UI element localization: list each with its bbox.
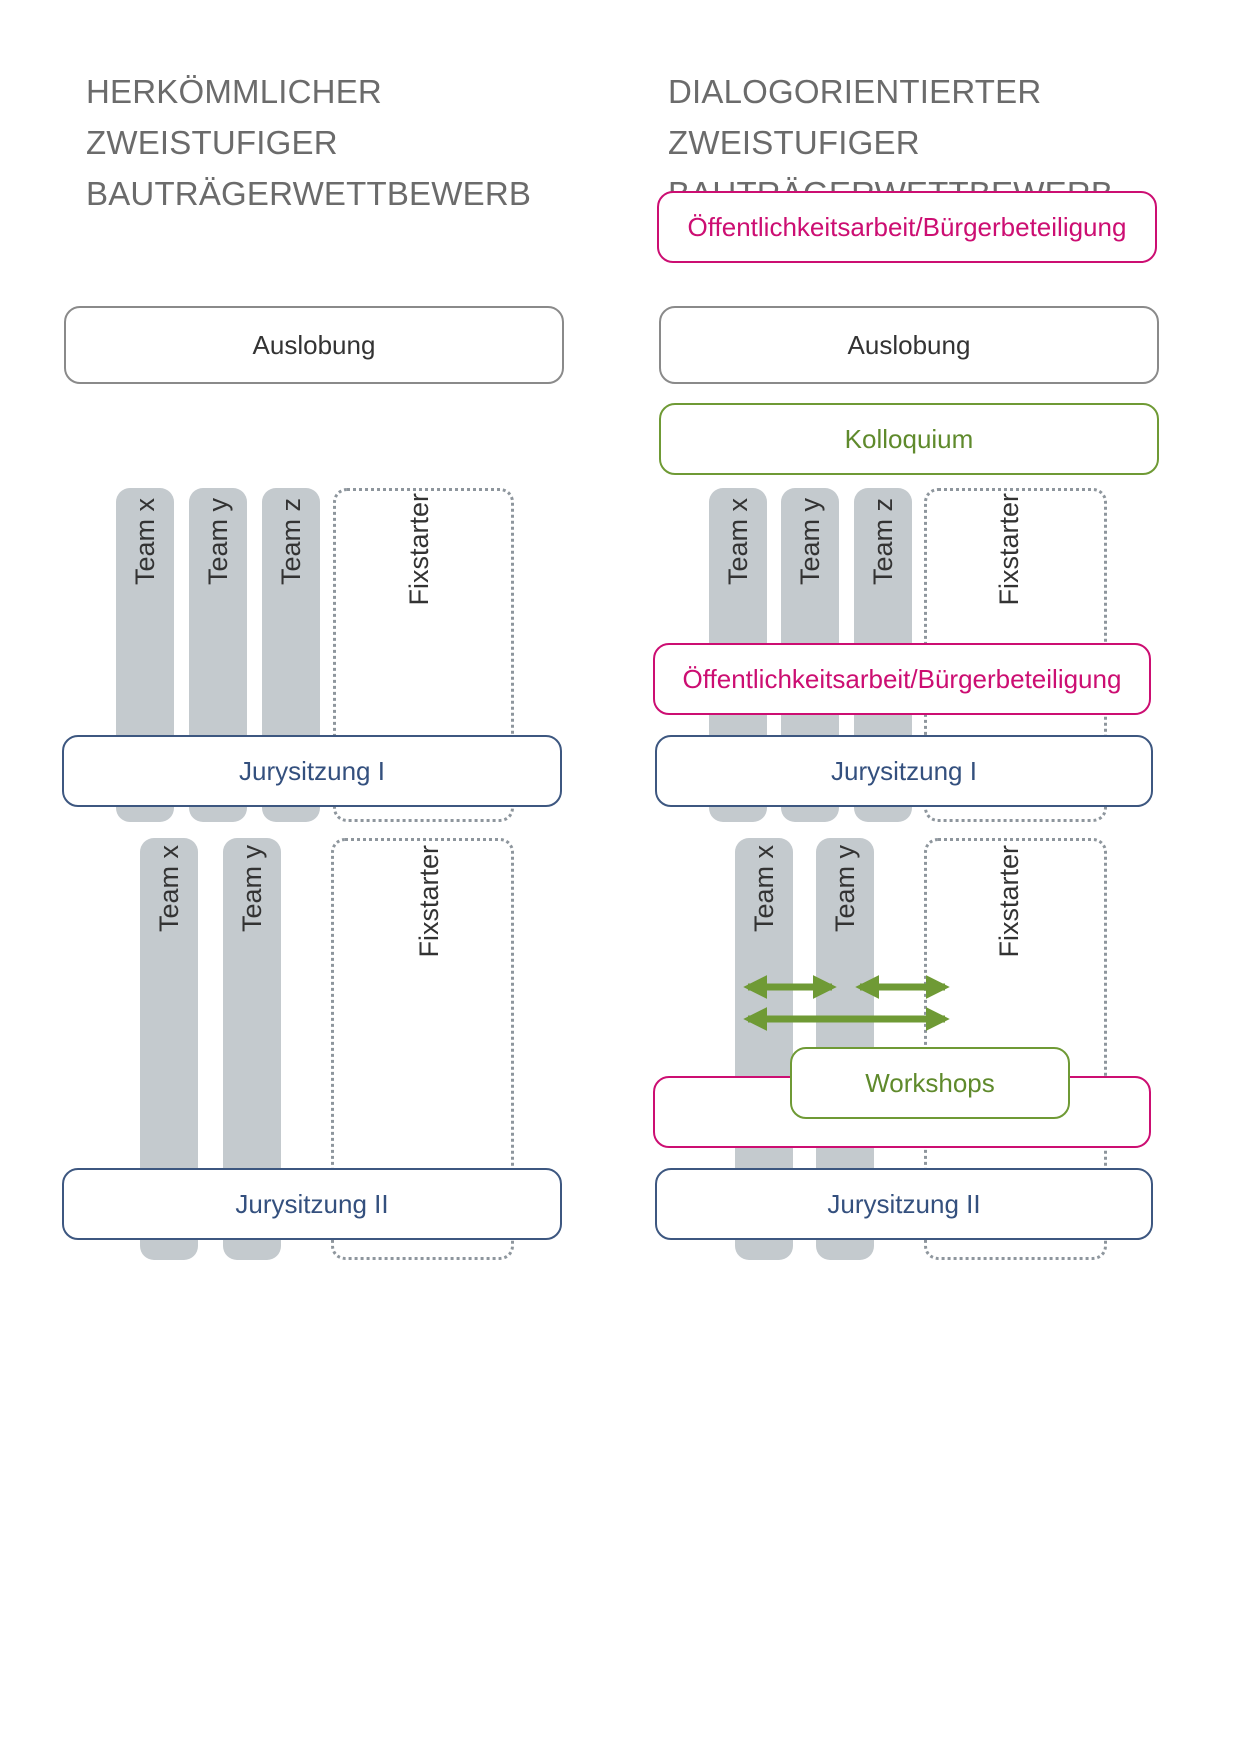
- right-jury1-label: Jurysitzung I: [831, 755, 977, 786]
- right-jury2-label: Jurysitzung II: [827, 1188, 981, 1219]
- left-auslobung-label: Auslobung: [252, 329, 376, 360]
- left-title: HERKÖMMLICHER ZWEISTUFIGER BAUTRÄGERWETT…: [86, 73, 532, 212]
- right-workshops-label: Workshops: [865, 1067, 995, 1098]
- left-fixstarter-box-1: [333, 488, 514, 822]
- right-public-box-1: Öffentlichkeitsarbeit/Bürgerbeteiligung: [657, 191, 1157, 263]
- left-jury1-box: Jurysitzung I: [62, 735, 562, 807]
- right-auslobung-label: Auslobung: [847, 329, 971, 360]
- right-auslobung-box: Auslobung: [659, 306, 1159, 384]
- right-kolloquium-label: Kolloquium: [844, 423, 974, 454]
- right-kolloquium-box: Kolloquium: [659, 403, 1159, 475]
- right-workshops-box: Workshops: [790, 1047, 1070, 1119]
- left-jury2-box: Jurysitzung II: [62, 1168, 562, 1240]
- left-jury1-label: Jurysitzung I: [239, 755, 385, 786]
- right-public-label-1: Öffentlichkeitsarbeit/Bürgerbeteiligung: [687, 211, 1127, 242]
- left-auslobung-box: Auslobung: [64, 306, 564, 384]
- right-jury2-box: Jurysitzung II: [655, 1168, 1153, 1240]
- right-public-label-2: Öffentlichkeitsarbeit/Bürgerbeteiligung: [682, 663, 1122, 694]
- left-jury2-label: Jurysitzung II: [235, 1188, 389, 1219]
- right-public-box-2: Öffentlichkeitsarbeit/Bürgerbeteiligung: [653, 643, 1151, 715]
- left-fixstarter-box-2: [331, 838, 514, 1260]
- right-jury1-box: Jurysitzung I: [655, 735, 1153, 807]
